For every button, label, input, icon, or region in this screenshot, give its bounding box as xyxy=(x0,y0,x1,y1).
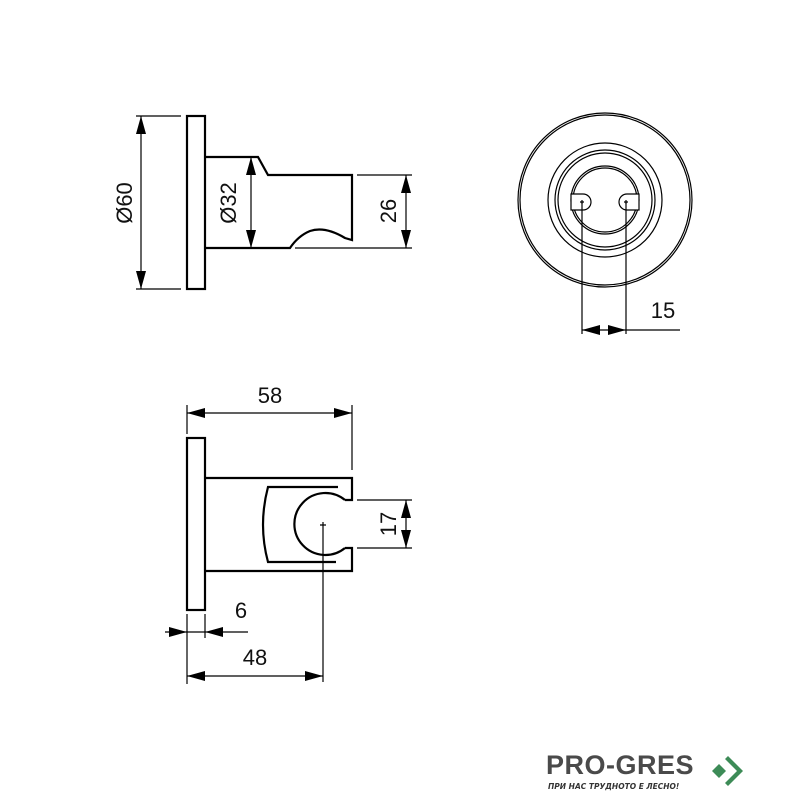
logo-name: PRO-GRES xyxy=(546,750,695,780)
flange xyxy=(185,114,207,291)
holder-body xyxy=(205,476,354,573)
screw-slot-right xyxy=(618,193,640,211)
top-view: 58 17 6 48 xyxy=(165,383,412,684)
clamp-inner xyxy=(261,485,338,564)
clamp-ring xyxy=(293,491,346,557)
dim-body-diameter: Ø32 xyxy=(216,182,241,224)
logo-tagline: ПРИ НАС ТРУДНОТО Е ЛЕСНО! xyxy=(548,782,680,791)
front-view: 15 xyxy=(517,112,693,335)
dim-clamp-center-depth: 48 xyxy=(243,645,267,670)
dim-clamp-opening: 17 xyxy=(376,512,401,536)
flange xyxy=(185,436,207,612)
dim-screw-spacing: 15 xyxy=(651,298,675,323)
diamond-chevron-icon xyxy=(712,756,743,786)
dim-flange-diameter: Ø60 xyxy=(112,182,137,224)
dim-flange-thickness: 6 xyxy=(235,598,247,623)
holder-body xyxy=(205,155,354,250)
dim-total-depth: 58 xyxy=(258,383,282,408)
side-view: Ø60 Ø32 26 xyxy=(112,114,412,291)
dim-holder-height: 26 xyxy=(376,199,401,223)
pro-gres-logo: PRO-GRES ПРИ НАС ТРУДНОТО Е ЛЕСНО! xyxy=(546,750,746,796)
